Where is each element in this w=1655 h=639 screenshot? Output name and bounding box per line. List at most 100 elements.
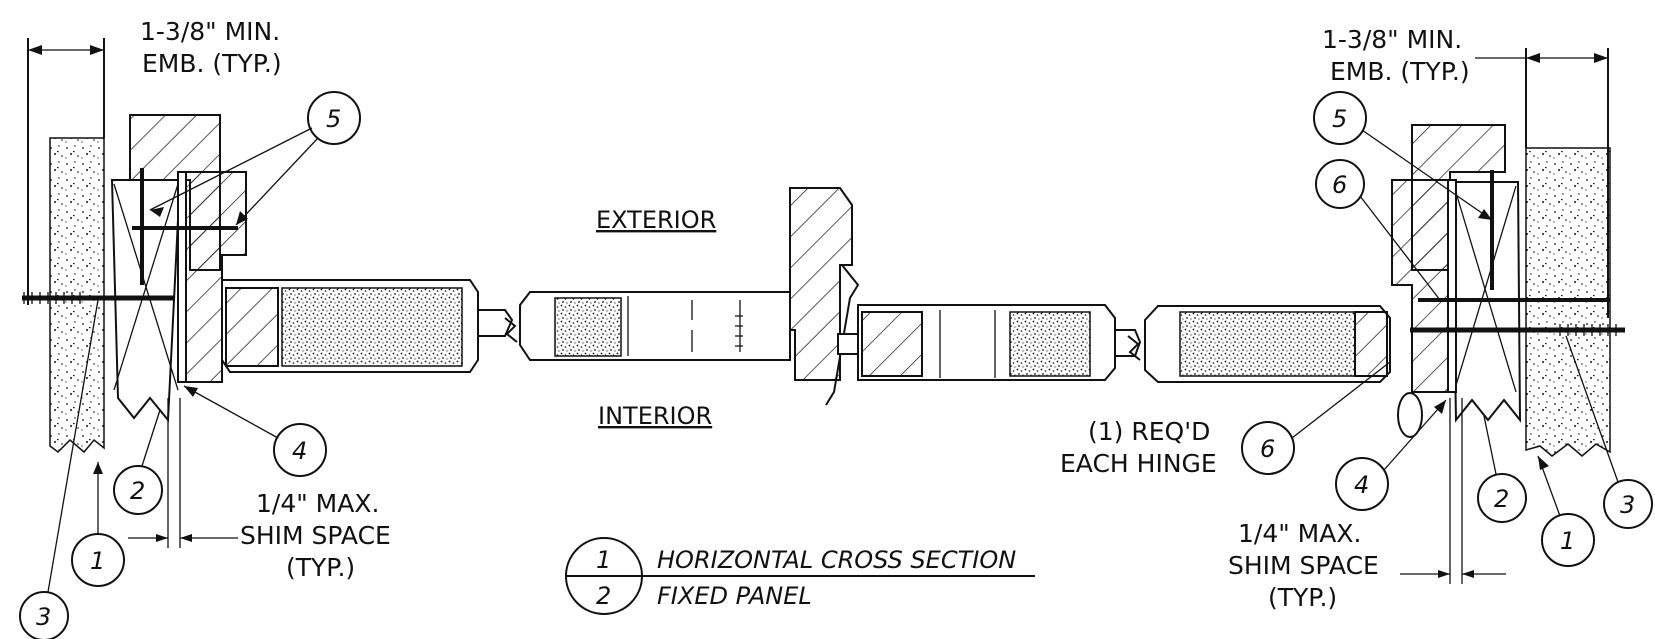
right-panel-section: [1144, 305, 1423, 438]
leader-left-1-head: [93, 462, 103, 474]
callout-left-5-text: 5: [326, 105, 341, 133]
left-panel-edge-clip: [478, 309, 514, 337]
leader-left-5a-head: [150, 207, 164, 217]
leader-right-2: [1483, 415, 1497, 475]
center-hinge-block: [837, 333, 859, 355]
right-frame-plate: [1447, 179, 1457, 393]
callout-right-4: [1335, 457, 1389, 511]
center-left-ribs: [627, 296, 741, 356]
title-detail-number: 1: [596, 546, 611, 574]
right-shim-x-b: [1453, 185, 1517, 393]
leader-right-5: [1361, 129, 1493, 221]
center-break-mark: [1127, 335, 1141, 361]
callout-right-5: [1313, 91, 1367, 145]
callout-left-1-text: 1: [90, 547, 105, 575]
center-panel-section: [519, 187, 1142, 406]
leader-right-4-head: [1434, 400, 1446, 414]
center-left-slots: [735, 315, 743, 347]
left-break-mark: [504, 317, 518, 343]
callout-right-2-text: 2: [1494, 485, 1509, 513]
callout-right-1-text: 1: [1560, 527, 1575, 555]
title-block: 1 2 HORIZONTAL CROSS SECTION FIXED PANEL: [565, 537, 1035, 615]
leader-left-4: [183, 385, 279, 439]
left-emb-arrow-b: [90, 45, 104, 55]
callout-left-4: [273, 423, 327, 477]
center-right-ribs: [939, 310, 996, 378]
callout-right-3: [1603, 479, 1653, 529]
callout-left-2: [113, 465, 163, 515]
right-jamb-assembly: [1391, 48, 1625, 457]
leader-left-5a: [149, 127, 313, 211]
callout-right-5-text: 5: [1332, 105, 1347, 133]
exterior-label: EXTERIOR: [596, 206, 716, 234]
center-right-panel-outline: [857, 304, 1116, 381]
right-panel-core: [1179, 311, 1356, 377]
right-emb-arrow-a: [1526, 53, 1540, 63]
callout-right-3-text: 3: [1620, 491, 1635, 519]
left-concrete-wall: [49, 137, 105, 454]
center-mullion: [789, 187, 853, 381]
callout-right-6-top: [1315, 159, 1365, 209]
left-panel-stile: [225, 287, 279, 367]
center-right-core: [1009, 311, 1091, 377]
right-emb-label-line2: EMB. (TYP.): [1330, 57, 1470, 86]
right-panel-outline: [1144, 305, 1391, 383]
leader-right-6-top: [1359, 195, 1441, 301]
right-shim-label-line3: (TYP.): [1268, 583, 1337, 612]
leader-left-2: [141, 409, 161, 467]
leader-left-3: [47, 299, 99, 593]
right-emb-label-line1: 1-3/8" MIN.: [1322, 25, 1462, 54]
left-anchor-threads: [23, 292, 81, 304]
center-weatherstrip: [825, 264, 860, 406]
right-shim-label-line1: 1/4" MAX.: [1238, 519, 1361, 548]
center-right-clip: [1115, 329, 1142, 357]
leader-left-5b-head: [236, 211, 248, 225]
reqd-label-line2: EACH HINGE: [1060, 449, 1217, 478]
title-sheet-number: 2: [596, 582, 611, 610]
left-panel-section: [221, 279, 518, 373]
center-left-core: [554, 297, 622, 357]
callout-right-6-bottom-text: 6: [1260, 435, 1275, 463]
left-emb-label-line1: 1-3/8" MIN.: [140, 17, 280, 46]
leader-right-4: [1383, 399, 1447, 471]
leader-right-5-head: [1478, 209, 1492, 220]
left-emb-label-line2: EMB. (TYP.): [142, 49, 282, 78]
center-right-stile: [861, 311, 923, 377]
leader-right-3: [1565, 335, 1619, 483]
left-jamb-assembly: [22, 38, 247, 454]
right-anchor-threads: [1559, 324, 1617, 336]
callout-left-5: [307, 91, 361, 145]
right-shim-label-line2: SHIM SPACE: [1228, 551, 1379, 580]
right-shim-arrow-b: [1462, 570, 1474, 578]
title-sub-text: FIXED PANEL: [657, 582, 812, 610]
callout-right-6-bottom: [1241, 421, 1295, 475]
callout-right-1: [1541, 513, 1595, 567]
right-panel-stile: [1354, 311, 1388, 377]
interior-label: INTERIOR: [598, 402, 712, 430]
leader-left-4-head: [184, 386, 198, 397]
left-shim-label-line2: SHIM SPACE: [240, 521, 391, 550]
callout-left-3: [19, 591, 69, 639]
left-shim-label-line1: 1/4" MAX.: [256, 489, 379, 518]
left-shim-x-b: [113, 183, 179, 391]
right-hinge-knuckle: [1397, 392, 1423, 438]
left-shim-arrow-b: [180, 534, 192, 542]
callout-right-6-top-text: 6: [1332, 171, 1347, 199]
right-emb-arrow-b: [1594, 53, 1608, 63]
left-emb-arrow-a: [28, 45, 42, 55]
right-shim-arrow-a: [1438, 570, 1450, 578]
callouts: 5 4 2 1 3 5 6 6: [19, 91, 1653, 639]
left-panel-core: [281, 287, 463, 367]
right-shim-wedge: [1450, 181, 1522, 423]
callout-left-2-text: 2: [130, 477, 145, 505]
left-shim-arrow-a: [156, 534, 168, 542]
title-main-text: HORIZONTAL CROSS SECTION: [657, 546, 1016, 574]
center-left-panel-outline: [519, 291, 791, 361]
leader-right-1-head: [1538, 456, 1549, 470]
left-frame-plate: [177, 171, 187, 383]
right-wood-jamb: [1391, 179, 1449, 393]
callout-left-4-text: 4: [292, 437, 307, 465]
left-panel-outline: [221, 279, 479, 373]
reqd-label-line1: (1) REQ'D: [1088, 417, 1210, 446]
